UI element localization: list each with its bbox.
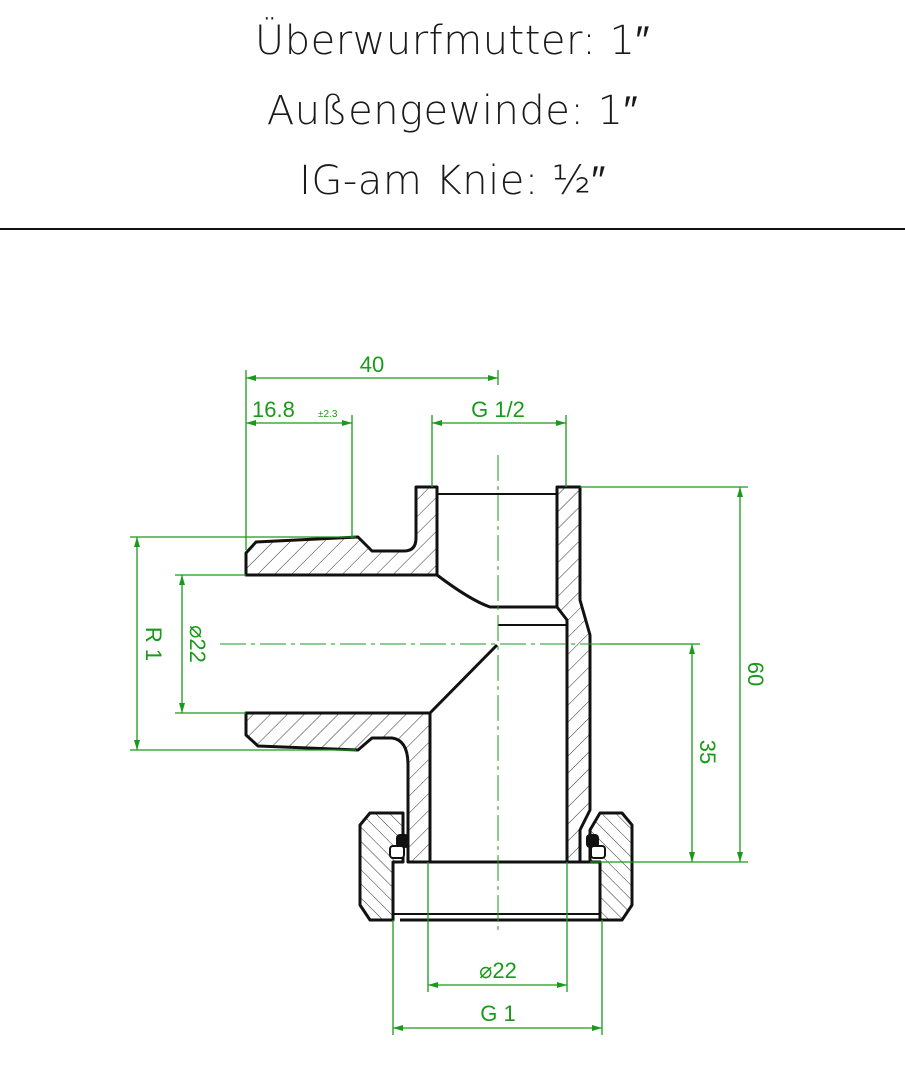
title-line-3: IG-am Knie: ½″ [299,158,606,204]
dim-bore-left: ⌀22 [185,625,210,663]
dim-height-total: 60 [743,662,768,686]
dim-male-thread: R 1 [141,627,166,661]
union-nut [358,811,634,922]
dim-nut-thread: G 1 [480,1001,515,1026]
dim-bore-bottom: ⌀22 [479,958,517,983]
dim-height-center: 35 [695,740,720,764]
header-divider [0,228,905,230]
fitting-body [244,485,592,864]
dimension-lines [130,370,748,1035]
dim-thread-length: 16.8 [252,397,295,422]
title-line-1: Überwurfmutter: 1″ [254,18,651,64]
title-line-2: Außengewinde: 1″ [266,88,639,134]
dim-branch-thread: G 1/2 [471,397,525,422]
dim-overall-length: 40 [360,352,384,377]
dim-thread-tolerance: ±2.3 [318,409,338,420]
o-ring-seals [389,834,606,859]
